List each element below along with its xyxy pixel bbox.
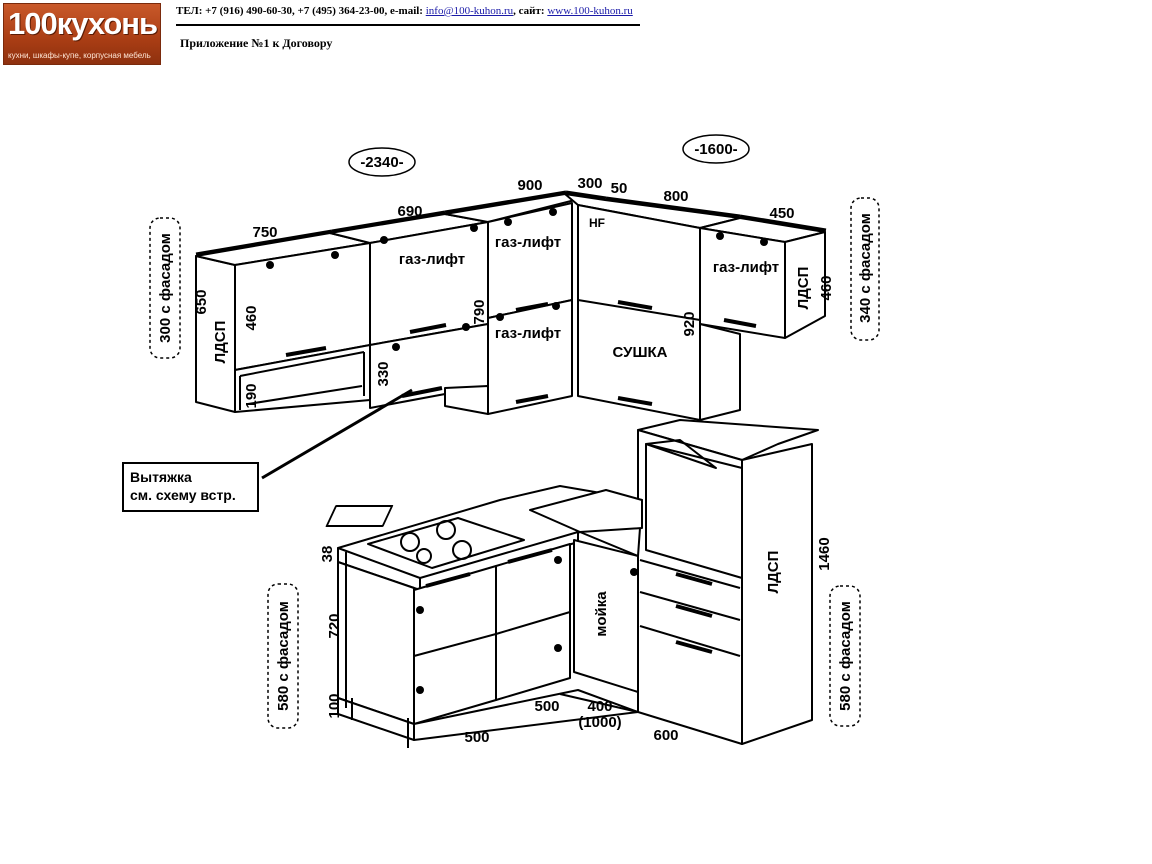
dim-400: 400 xyxy=(587,698,612,715)
tall-cabinet xyxy=(637,419,819,745)
dim-460-right: 460 xyxy=(818,275,835,300)
label-gaslift-900-top: газ-лифт xyxy=(495,234,561,251)
logo-subtitle: кухни, шкафы-купе, корпусная мебель xyxy=(8,51,151,60)
dim-500-front: 500 xyxy=(464,729,489,746)
label-ldsp-tall: ЛДСП xyxy=(765,551,782,594)
label-sink: мойка xyxy=(593,591,610,637)
dimension-lines xyxy=(195,190,827,713)
label-gaslift-690: газ-лифт xyxy=(399,251,465,268)
sink xyxy=(325,489,643,533)
hood-callout-line2: см. схему встр. xyxy=(130,487,236,503)
site-prefix: , сайт: xyxy=(513,5,545,17)
handles xyxy=(266,208,768,694)
hood-callout-line1: Вытяжка xyxy=(130,469,192,485)
header-divider xyxy=(176,24,640,26)
label-dryer: СУШКА xyxy=(612,344,667,361)
site-link[interactable]: www.100-kuhon.ru xyxy=(547,5,633,17)
dim-750: 750 xyxy=(252,224,277,241)
dim-690: 690 xyxy=(397,203,422,220)
dim-650: 650 xyxy=(193,289,210,314)
upper-cabinet-right xyxy=(699,217,826,421)
dim-total-left: -2340- xyxy=(360,154,403,171)
contact-line: ТЕЛ: +7 (916) 490-60-30, +7 (495) 364-23… xyxy=(176,5,633,17)
base-cabinet-sink xyxy=(573,539,639,693)
logo-text: 100кухонь xyxy=(8,6,158,41)
dim-1460: 1460 xyxy=(816,537,833,570)
upper-cabinet-dryer xyxy=(564,193,741,421)
dim-300: 300 xyxy=(577,175,602,192)
hood-leader-line xyxy=(261,388,413,480)
dim-450: 450 xyxy=(769,205,794,222)
contacts-prefix: ТЕЛ: +7 (916) 490-60-30, +7 (495) 364-23… xyxy=(176,5,423,17)
dim-total-right: -1600- xyxy=(694,141,737,158)
dim-920: 920 xyxy=(681,311,698,336)
label-ldsp-upper-right: ЛДСП xyxy=(795,267,812,310)
dim-38: 38 xyxy=(319,546,336,563)
upper-cabinet-left xyxy=(195,232,371,413)
hood-callout: Вытяжка см. схему встр. xyxy=(122,462,259,512)
total-left-oval xyxy=(348,147,416,177)
label-depth-lower-right: 580 с фасадом xyxy=(837,601,854,711)
dim-600: 600 xyxy=(653,727,678,744)
total-right-oval xyxy=(682,134,750,164)
dim-900: 900 xyxy=(517,177,542,194)
dim-1000: (1000) xyxy=(578,714,621,731)
email-link[interactable]: info@100-kuhon.ru xyxy=(425,5,514,17)
company-logo: 100кухонь кухни, шкафы-купе, корпусная м… xyxy=(3,3,161,65)
base-cabinet-hob xyxy=(337,543,639,748)
hob xyxy=(367,517,525,569)
label-hf: HF xyxy=(589,216,605,230)
label-ldsp-upper-left: ЛДСП xyxy=(212,321,229,364)
label-depth-upper-right: 340 с фасадом xyxy=(857,213,874,323)
dim-190: 190 xyxy=(243,383,260,408)
label-gaslift-right: газ-лифт xyxy=(713,259,779,276)
dim-460-left: 460 xyxy=(243,305,260,330)
dim-790: 790 xyxy=(471,299,488,324)
dim-50: 50 xyxy=(611,180,628,197)
dim-100: 100 xyxy=(326,693,343,718)
label-depth-upper-left: 300 с фасадом xyxy=(157,233,174,343)
depth-boxes xyxy=(149,197,880,729)
upper-cabinet-gaslift-900 xyxy=(444,193,576,415)
dim-720: 720 xyxy=(326,613,343,638)
appendix-title: Приложение №1 к Договору xyxy=(180,36,333,50)
dim-800: 800 xyxy=(663,188,688,205)
label-gaslift-900-bottom: газ-лифт xyxy=(495,325,561,342)
label-depth-lower-left: 580 с фасадом xyxy=(275,601,292,711)
dim-330: 330 xyxy=(375,361,392,386)
dim-500-side: 500 xyxy=(534,698,559,715)
